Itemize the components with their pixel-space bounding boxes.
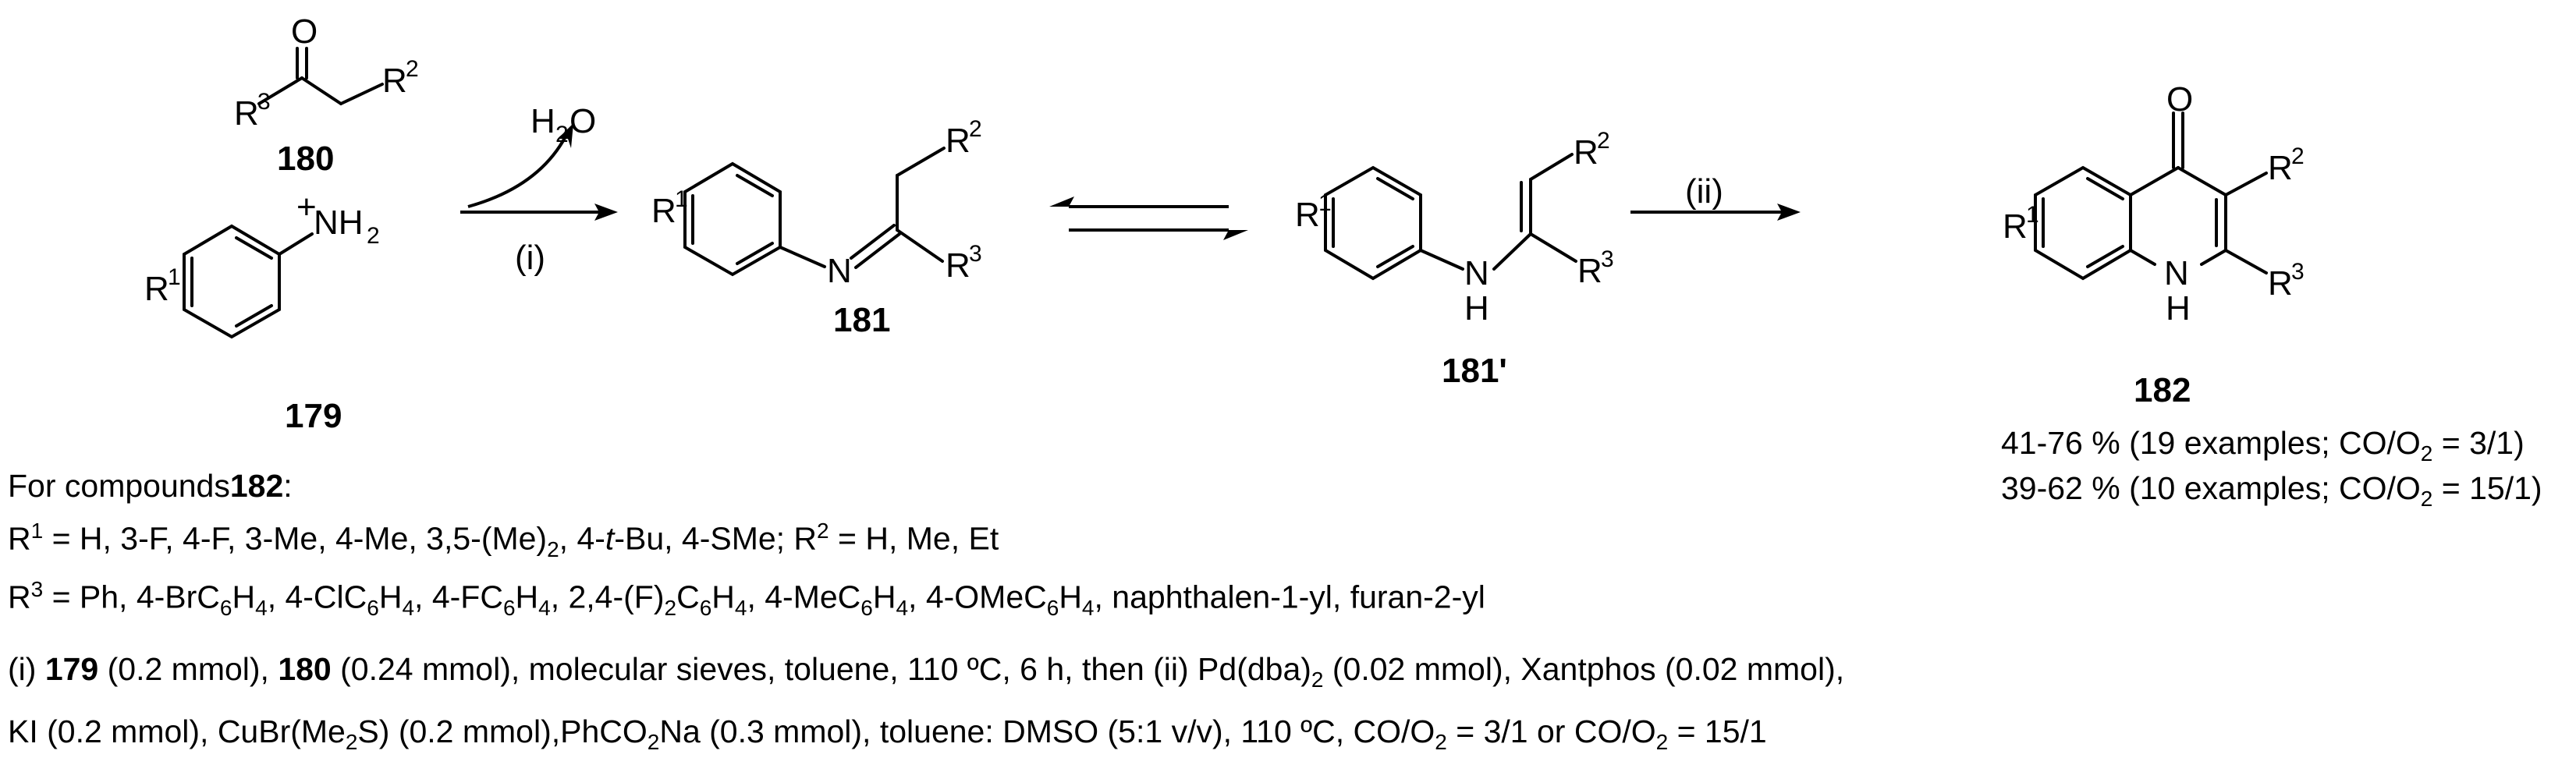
svg-text:H: H (1464, 289, 1489, 328)
svg-text:R: R (946, 246, 970, 285)
svg-text:3: 3 (257, 89, 271, 115)
svg-text:2: 2 (2291, 143, 2305, 169)
svg-text:O: O (569, 102, 596, 140)
svg-text:181: 181 (833, 301, 890, 339)
svg-text:R: R (144, 270, 169, 308)
svg-text:182: 182 (2134, 371, 2191, 409)
yield-line-2: 39-62 % (10 examples; CO/O2 = 15/1) (2001, 470, 2542, 512)
svg-text:2: 2 (969, 116, 982, 142)
svg-text:H: H (2166, 289, 2191, 328)
svg-text:NH: NH (314, 204, 364, 242)
arrowheads (558, 123, 1801, 240)
svg-text:3: 3 (1601, 246, 1614, 272)
svg-text:1: 1 (1318, 190, 1332, 216)
svg-text:181': 181' (1442, 352, 1507, 390)
svg-text:N: N (827, 252, 852, 290)
svg-text:O: O (2166, 80, 2193, 119)
svg-text:R: R (1574, 133, 1598, 172)
svg-text:179: 179 (285, 397, 342, 435)
svg-text:R: R (234, 94, 259, 133)
notes-heading: For compounds182: (8, 468, 293, 504)
svg-text:3: 3 (969, 241, 982, 267)
svg-text:R: R (2003, 207, 2028, 246)
yield-line-1: 41-76 % (19 examples; CO/O2 = 3/1) (2001, 425, 2525, 466)
svg-text:R: R (382, 62, 407, 100)
svg-text:R: R (1295, 196, 1320, 234)
svg-text:2: 2 (406, 56, 419, 82)
r1-definition: R1 = H, 3-F, 4-F, 3-Me, 4-Me, 3,5-(Me)2,… (8, 519, 999, 561)
svg-text:N: N (2164, 254, 2189, 292)
svg-text:(ii): (ii) (1685, 172, 1723, 211)
bonds (183, 47, 2268, 339)
svg-text:1: 1 (675, 186, 688, 212)
svg-text:2: 2 (367, 223, 380, 249)
svg-text:R: R (2268, 149, 2293, 187)
r3-definition: R3 = Ph, 4-BrC6H4, 4-ClC6H4, 4-FC6H4, 2,… (8, 577, 1485, 620)
svg-text:(i): (i) (515, 239, 545, 277)
svg-text:H: H (530, 102, 555, 140)
atom-labels: O R 3 R 2 180 + NH 2 R 1 179 H 2 O (i) R… (144, 12, 2305, 435)
svg-text:R: R (946, 122, 970, 160)
svg-text:180: 180 (277, 140, 334, 178)
svg-text:N: N (1464, 254, 1489, 292)
svg-text:R: R (1577, 252, 1602, 290)
svg-text:R: R (2268, 264, 2293, 303)
svg-text:+: + (296, 188, 317, 226)
svg-text:1: 1 (2026, 202, 2039, 228)
conditions-line-1: (i) 179 (0.2 mmol), 180 (0.24 mmol), mol… (8, 651, 1845, 692)
svg-text:2: 2 (555, 122, 569, 147)
conditions-line-2: KI (0.2 mmol), CuBr(Me2S) (0.2 mmol),PhC… (8, 713, 1767, 755)
svg-text:2: 2 (1597, 128, 1610, 154)
arrows (460, 136, 1783, 232)
svg-text:3: 3 (2291, 259, 2305, 285)
svg-text:O: O (291, 12, 318, 51)
svg-text:1: 1 (168, 264, 181, 290)
svg-text:R: R (651, 192, 676, 230)
